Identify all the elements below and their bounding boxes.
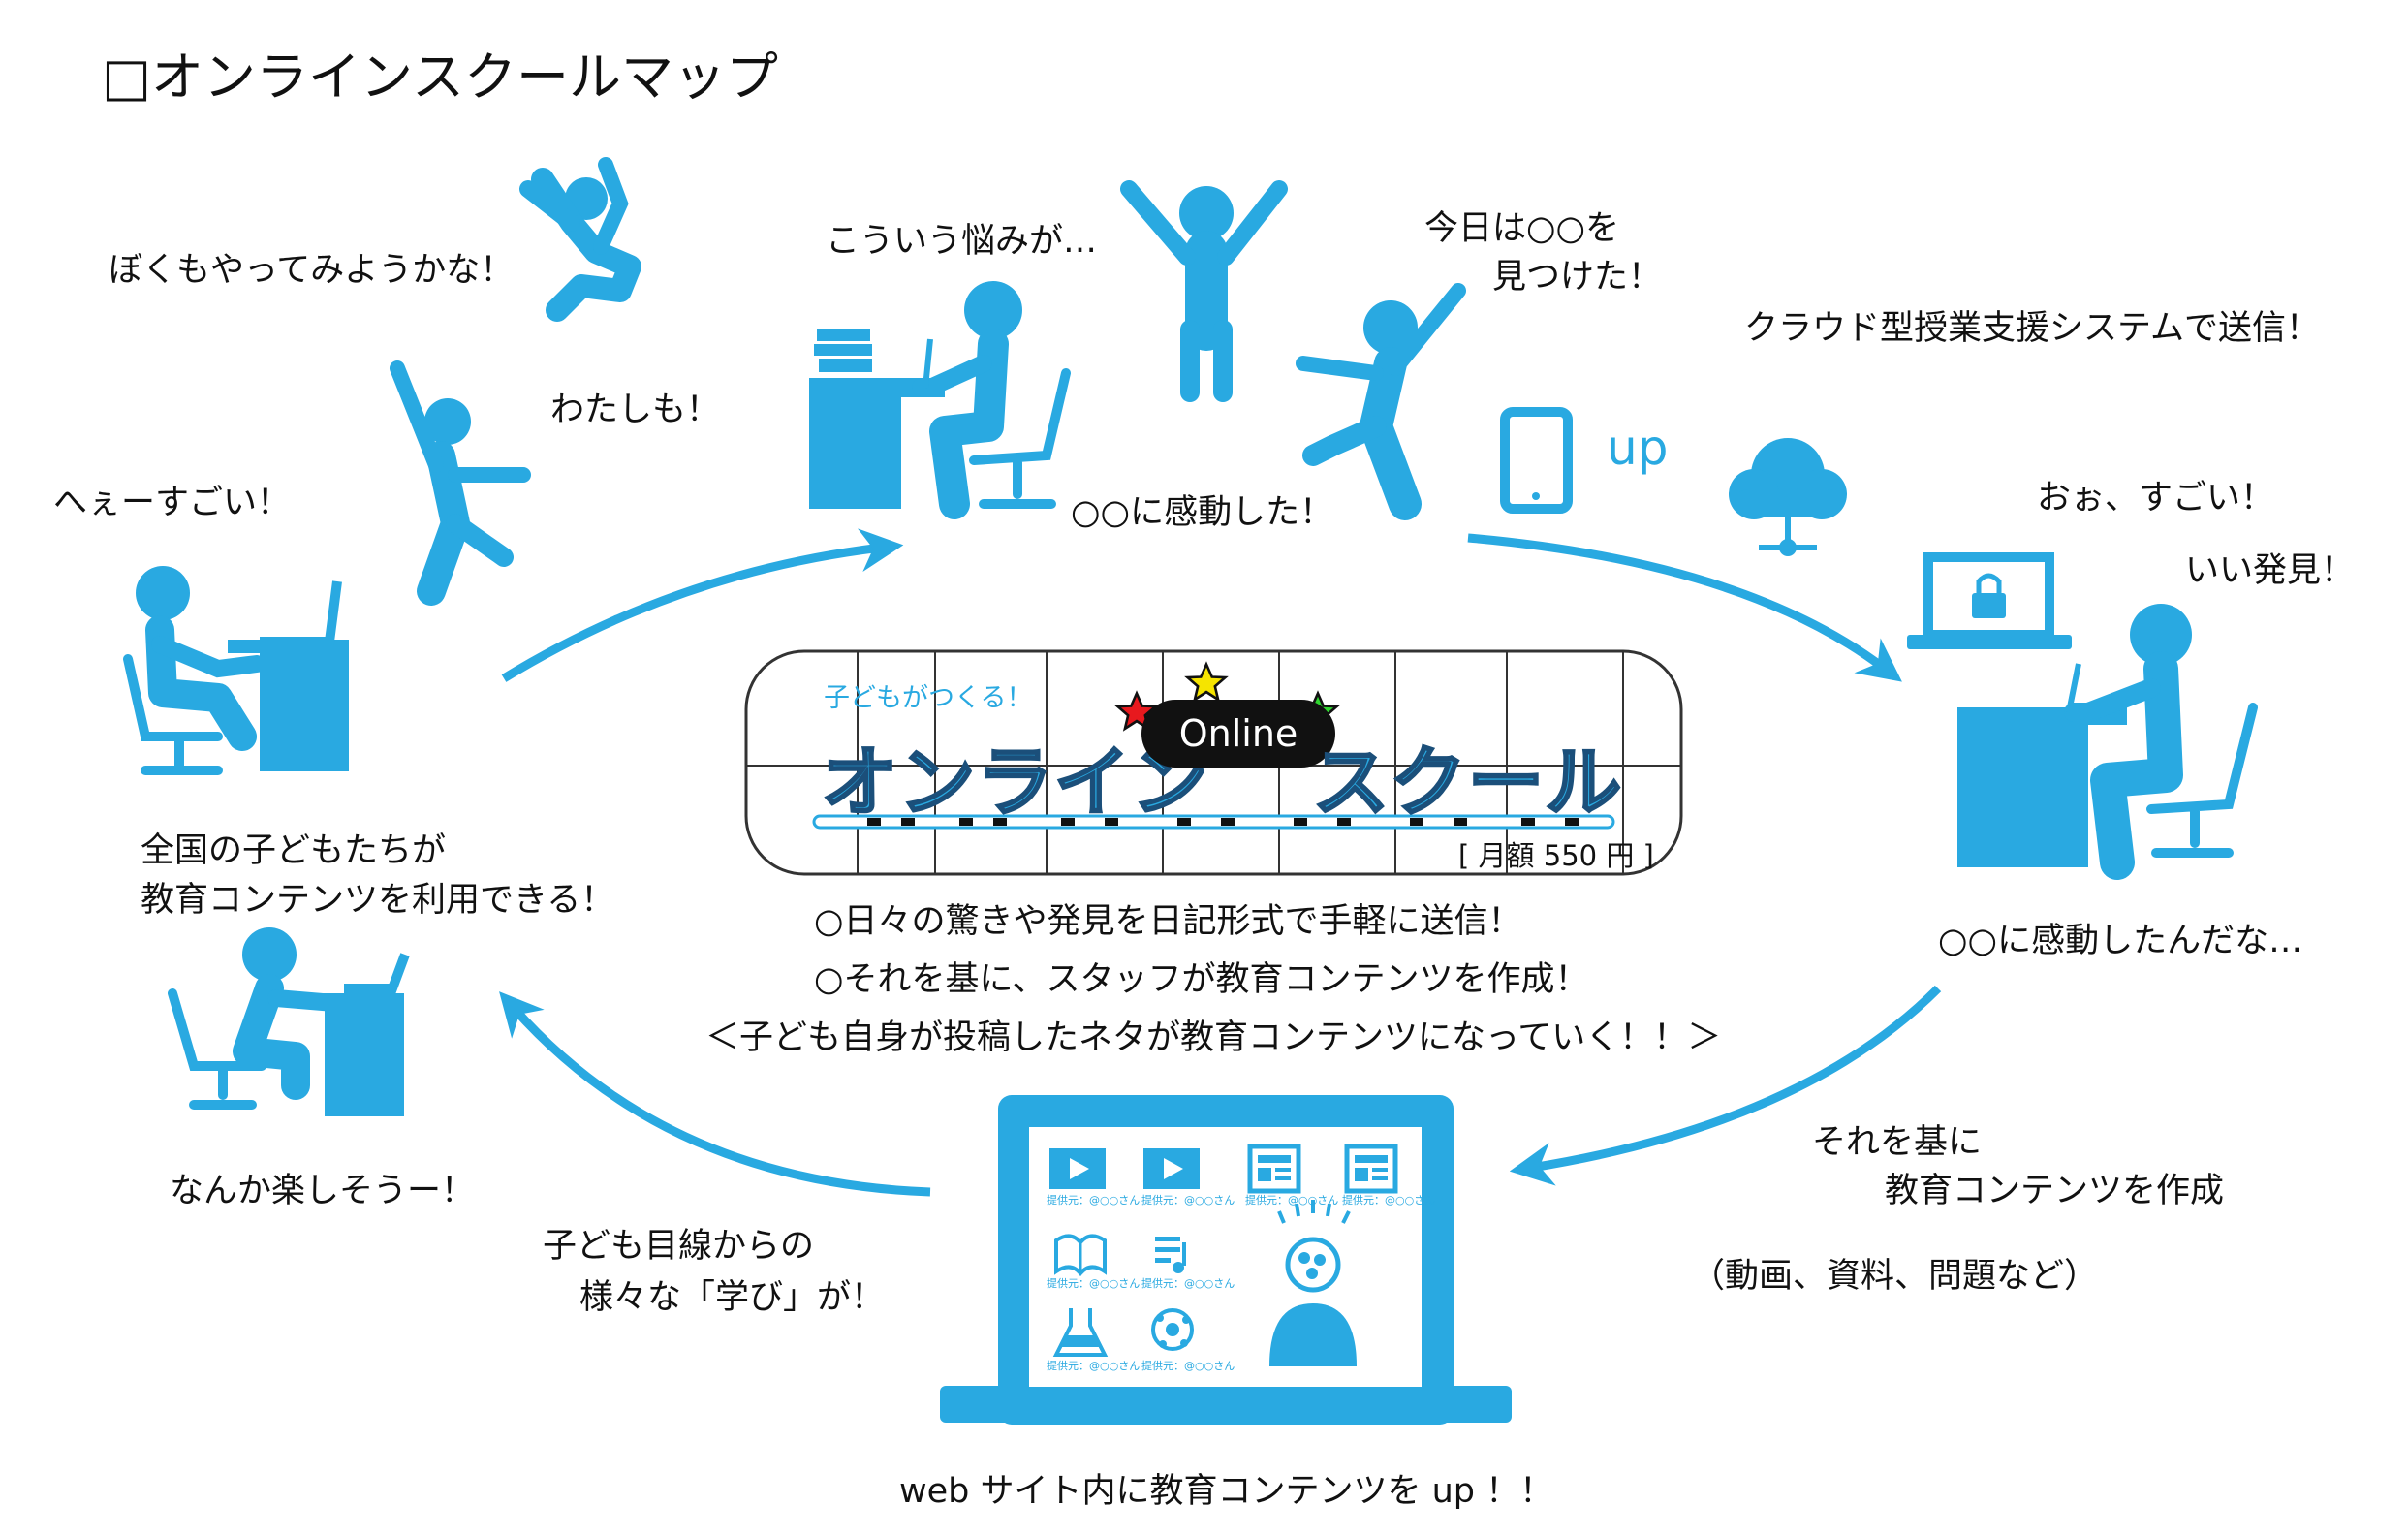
tile-caption-5: 提供元：@○○さん [1047,1277,1141,1290]
label-kandou: ○○に感動した！ [1071,493,1334,532]
logo-tagline: 子どもがつくる！ [824,683,1033,713]
label-kodomo-line2: 様々な「学び」が！ [579,1278,886,1317]
logo-right-word: スクール [1311,738,1624,829]
label-cloud: クラウド型授業支援システムで送信！ [1744,309,2320,348]
center-line-1: ○日々の驚きや発見を日記形式で手軽に送信！ [814,902,1522,941]
desk-person-bottom-left-icon [168,927,410,1116]
logo-left-word: オンライン [820,738,1210,829]
page-title: □オンラインスクールマップ [102,47,778,108]
screen-tile-document-2 [1344,1144,1398,1194]
label-kouiu: こういう悩みが… [826,222,1098,261]
screen-tile-music [1155,1237,1186,1273]
laptop-lock-icon [1907,552,2072,649]
label-zenkoku-line1: 全国の子どもたちが [141,831,447,870]
label-hee: へぇーすごい！ [53,484,292,522]
label-web: web サイト内に教育コンテンツを up ！！ [899,1472,1554,1511]
yellow-star-icon [1184,661,1229,703]
label-kyou-line1: 今日は○○を [1424,209,1620,248]
screen-tile-document-1 [1247,1144,1301,1194]
label-up: up [1607,420,1669,476]
cycle-arrow-top-left [501,528,904,682]
jumping-person-icon [1296,283,1466,520]
screen-tile-video-1 [1049,1148,1106,1189]
center-line-2: ○それを基に、スタッフが教育コンテンツを作成！ [814,960,1589,999]
label-douga: （動画、資料、問題など） [1691,1257,2099,1296]
screen-feature-brain-idea [1269,1200,1357,1366]
tile-caption-7: 提供元：@○○さん [1047,1360,1141,1372]
desk-person-left-icon [123,566,349,775]
cycle-arrow-bottom-right [1509,985,1942,1186]
label-kyou-line2: 見つけた！ [1492,258,1663,297]
tile-caption-2: 提供元：@○○さん [1141,1194,1235,1207]
logo-price: [ 月額 550 円 ] [1458,839,1654,872]
website-laptop-icon [940,1095,1512,1425]
cloud-network-icon [1729,438,1847,556]
desk-person-top-icon [809,281,1071,519]
tile-caption-1: 提供元：@○○さん [1047,1194,1141,1207]
label-nanka: なんか楽しそうー！ [170,1172,476,1210]
label-sore-line1: それを基に [1812,1123,1983,1162]
screen-tile-book [1054,1234,1107,1277]
tile-caption-3: 提供元：@○○さん [1245,1194,1339,1207]
screen-tile-video-2 [1143,1148,1200,1189]
label-kodomo-line1: 子ども目線からの [543,1227,815,1266]
tile-caption-4: 提供元：@○○さん [1342,1194,1436,1207]
label-boku: ぼくもやってみようかな！ [109,251,515,290]
tile-caption-8: 提供元：@○○さん [1141,1360,1235,1372]
label-ii: いい発見！ [2185,551,2356,590]
cheering-kid-icon [390,360,531,606]
label-kandou2: ○○に感動したんだな… [1938,922,2303,960]
screen-tile-soccer-ball [1151,1308,1194,1351]
label-zenkoku-line2: 教育コンテンツを利用できる！ [141,881,615,920]
logo-online-pill: Online [1141,700,1335,768]
tile-caption-6: 提供元：@○○さん [1141,1277,1235,1290]
label-watashi: わたしも！ [550,391,721,429]
cycle-arrow-bottom-left [499,991,931,1197]
cycle-arrow-top-right [1467,533,1902,682]
celebrating-person-icon [1120,180,1288,402]
desk-person-right-icon [1957,604,2258,880]
label-oo: おぉ、すごい！ [2037,479,2275,517]
label-sore-line2: 教育コンテンツを作成 [1885,1172,2225,1210]
center-line-3: ＜子ども自身が投稿したネタが教育コンテンツになっていく！！＞ [705,1019,1722,1057]
screen-tile-flask [1052,1308,1109,1357]
tablet-icon [1500,407,1573,514]
jumping-kid-icon [519,157,641,322]
